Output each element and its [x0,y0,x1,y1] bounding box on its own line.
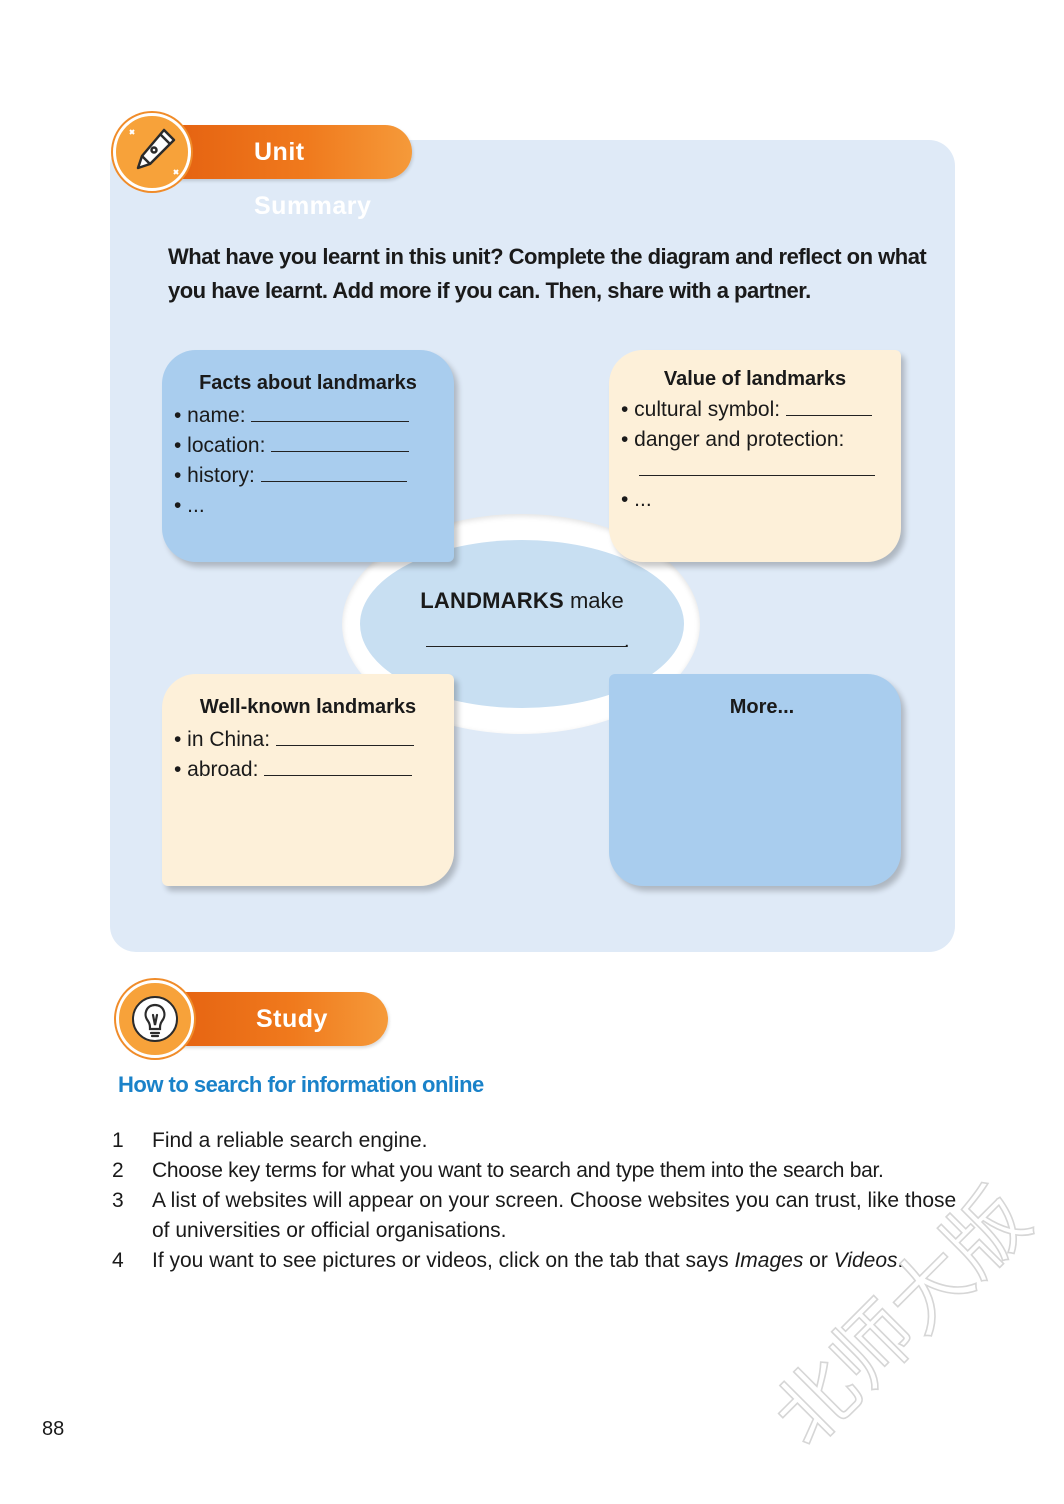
value-list: • cultural symbol: • danger and protecti… [621,395,901,515]
center-label: LANDMARKS make [360,588,684,614]
list-item: • history: [174,461,454,491]
list-item: • danger and protection: [621,428,845,451]
answer-blank[interactable] [785,397,872,416]
facts-list: • name: • location: • history: • ... [174,401,454,521]
more-title: More... [729,696,795,718]
answer-blank[interactable] [639,457,875,476]
list-item: • in China: [174,725,454,755]
watermark-logo: 北师大版 [755,1171,1049,1465]
lightbulb-icon [116,980,194,1058]
well-known-list: • in China: • abroad: [174,725,454,785]
list-item: 1 Find a reliable search engine. [112,1129,428,1152]
facts-title: Facts about landmarks [199,372,417,394]
list-item: • name: [174,401,454,431]
well-known-box: Well-known landmarks • in China: • abroa… [162,674,454,886]
page-number: 88 [42,1418,65,1440]
value-box: Value of landmarks • cultural symbol: • … [609,350,901,562]
list-item: • abroad: [174,755,454,785]
study-help-title: Study Help [256,1005,328,1087]
answer-blank[interactable] [271,433,410,452]
center-keyword: LANDMARKS [420,588,564,613]
list-item: 4 If you want to see pictures or videos,… [112,1249,904,1272]
list-item: • location: [174,431,454,461]
center-period: . [624,630,630,652]
answer-blank[interactable] [264,757,413,776]
list-item: • ... [621,488,652,511]
pen-nib-icon [113,113,191,191]
study-help-steps: 1 Find a reliable search engine. 2 Choos… [112,1126,972,1276]
svg-text:北师大版: 北师大版 [756,1172,1048,1464]
list-item: 3 A list of websites will appear on your… [112,1189,957,1242]
more-box[interactable]: More... [609,674,901,886]
list-item: • cultural symbol: [621,395,901,425]
facts-box: Facts about landmarks • name: • location… [162,350,454,562]
center-word: make [569,588,624,613]
answer-blank[interactable] [251,403,410,422]
unit-summary-header: Unit Summary [150,125,412,220]
list-item: • ... [174,494,205,517]
well-known-title: Well-known landmarks [199,696,417,718]
answer-blank[interactable] [260,463,407,482]
unit-summary-instructions: What have you learnt in this unit? Compl… [168,244,927,303]
center-answer-blank[interactable] [426,646,626,647]
unit-summary-title: Unit Summary [254,138,372,220]
answer-blank[interactable] [275,727,414,746]
study-help-subtitle: How to search for information online [118,1072,484,1097]
list-item [621,455,901,485]
list-item: 2 Choose key terms for what you want to … [112,1159,884,1182]
value-title: Value of landmarks [663,368,847,390]
